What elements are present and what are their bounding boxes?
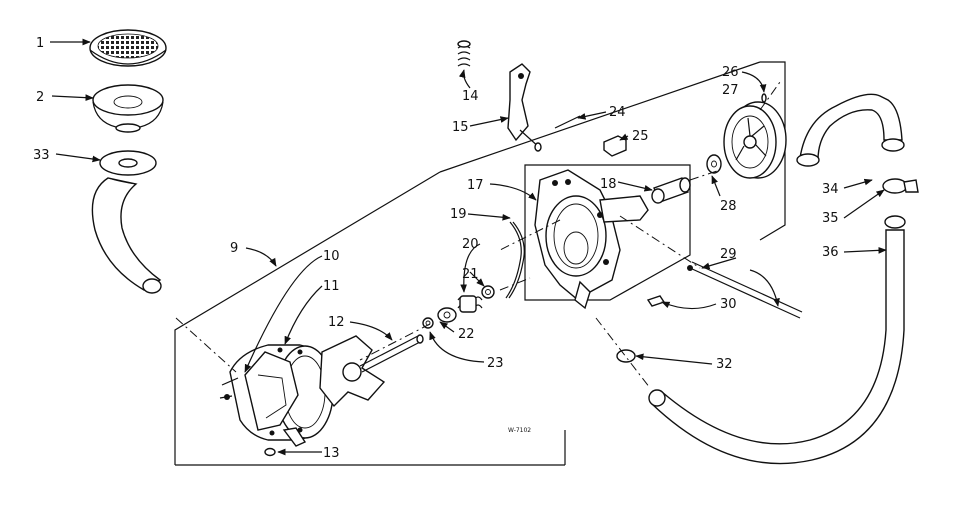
centerlines — [175, 81, 781, 389]
callout-21: 21 — [462, 267, 479, 282]
part-1-strainer — [89, 29, 167, 67]
callout-28: 28 — [720, 199, 737, 214]
callout-9: 9 — [230, 241, 238, 256]
callout-26: 26 — [722, 65, 739, 80]
part-28-washer — [706, 154, 722, 174]
callout-17: 17 — [467, 178, 484, 193]
callout-22: 22 — [458, 327, 475, 342]
part-32-clamp — [616, 349, 636, 363]
callout-24: 24 — [609, 105, 626, 120]
callout-labels: 1 2 33 9 10 11 12 13 14 15 24 25 17 18 1… — [33, 36, 839, 461]
callout-30: 30 — [720, 297, 737, 312]
callout-1: 1 — [36, 36, 44, 51]
callout-33: 33 — [33, 148, 50, 163]
callout-32: 32 — [716, 357, 733, 372]
callout-14: 14 — [462, 89, 479, 104]
callout-29: 29 — [720, 247, 737, 262]
part-29-shaft — [687, 261, 803, 319]
callout-27: 27 — [722, 83, 739, 98]
part-30-key — [646, 295, 666, 307]
callout-15: 15 — [452, 120, 469, 135]
callout-36: 36 — [822, 245, 839, 260]
part-27-pulley — [723, 93, 787, 179]
callout-25: 25 — [632, 129, 649, 144]
part-18-bushing — [651, 177, 691, 204]
part-19-o-ring — [505, 221, 525, 299]
drawing-code: W-7102 — [508, 427, 531, 434]
part-17-pump-cover — [534, 169, 649, 310]
callout-12: 12 — [328, 315, 345, 330]
callout-13: 13 — [323, 446, 340, 461]
callout-18: 18 — [600, 177, 617, 192]
callout-10: 10 — [323, 249, 340, 264]
part-14-spring — [457, 40, 471, 67]
callout-19: 19 — [450, 207, 467, 222]
part-13-screw — [264, 447, 276, 457]
callout-11: 11 — [323, 279, 340, 294]
part-24-pin — [554, 115, 581, 129]
part-34-gooseneck-hose — [796, 93, 905, 167]
part-drain-hose — [91, 177, 162, 294]
part-22-seal — [422, 307, 457, 329]
callout-23: 23 — [487, 356, 504, 371]
callout-2: 2 — [36, 90, 44, 105]
part-11-pump-body — [219, 344, 334, 447]
part-15-lever — [507, 63, 542, 152]
part-12-impeller — [319, 334, 424, 408]
callout-20: 20 — [462, 237, 479, 252]
callout-34: 34 — [822, 182, 839, 197]
part-25-clip — [603, 135, 627, 157]
callout-leaders — [50, 38, 887, 456]
part-20-spring — [457, 285, 495, 313]
part-2-drain-cup — [92, 84, 164, 133]
callout-35: 35 — [822, 211, 839, 226]
part-35-hose-clamp — [882, 178, 919, 194]
part-33-gasket — [99, 150, 157, 176]
part-outlet-hose — [648, 215, 906, 465]
